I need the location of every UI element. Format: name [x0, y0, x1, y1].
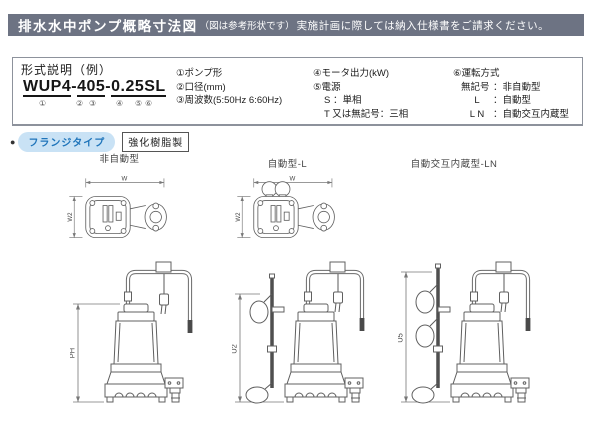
hose-fitting — [329, 261, 346, 273]
legend-power: ④モータ出力(kW) ⑤電源 S ：単相 T 又は無記号：三相 — [313, 67, 408, 121]
legend-op-row: L ：自動型 — [453, 94, 569, 108]
op-key-l: L — [474, 95, 480, 106]
pump-top-drawing — [85, 196, 167, 239]
plug-icon — [159, 293, 169, 306]
op-val-l: ：自動型 — [493, 95, 532, 106]
legend-bore: ②口径(mm) — [176, 81, 226, 93]
caption-non-automatic: 非自動型 — [99, 154, 140, 165]
float-switch-icon — [415, 324, 435, 348]
float-switch-icon — [411, 386, 435, 404]
float-switch-icon — [245, 386, 269, 404]
dim-label-w2: W2 — [235, 212, 242, 222]
rod-bracket — [437, 306, 451, 313]
float-ball-icon — [261, 181, 278, 197]
legend-frequency: ③周波数(5:50Hz 6:60Hz) — [176, 95, 283, 106]
marker-4: ④ — [116, 99, 124, 108]
legend-op-row: L N ：自動交互内蔵型 — [453, 108, 569, 122]
flange-type-badge: フランジタイプ — [18, 132, 116, 152]
model-seg-pump-type: WUP4 — [23, 78, 72, 97]
rod-clamp — [267, 345, 277, 353]
caption-alternating-ln: 自動交互内蔵型-LN — [410, 159, 498, 170]
pump-drawing — [104, 303, 184, 403]
side-view-automatic-l: U2 — [232, 261, 365, 404]
legend-operation-title: ⑥運転方式 — [453, 68, 500, 79]
legend-power-single: S ：単相 — [324, 95, 362, 106]
model-explanation-box: 形式説明（例） WUP4-405-0.25SL ① ② ③ ④ ⑤ ⑥ ①ポンプ… — [12, 57, 583, 126]
marker-6: ⑥ — [145, 99, 153, 108]
plug-icon — [499, 291, 509, 304]
dim-label-w: W — [290, 175, 296, 182]
legend-operation: ⑥運転方式 無記号 ：非自動型 L ：自動型 L N ：自動交互内蔵型 — [453, 67, 569, 121]
model-hyphen: - — [71, 78, 78, 95]
model-seg-bore-freq: 405 — [77, 78, 106, 97]
hose-end — [187, 320, 193, 333]
header-notice: 実施計画に際しては納入仕様書をご請求ください。 — [296, 19, 550, 32]
top-view-automatic-l: W W2 — [235, 175, 335, 239]
rod-bracket — [271, 306, 285, 313]
section-row: ● フランジタイプ 強化樹脂製 — [10, 132, 190, 152]
material-tag: 強化樹脂製 — [122, 132, 190, 152]
dim-label-w: W — [122, 175, 128, 182]
hose-coupling — [124, 291, 132, 302]
marker-5: ⑤ — [135, 99, 143, 108]
rod-clamp — [433, 345, 443, 353]
pump-top-drawing — [253, 196, 335, 239]
model-markers: ① ② ③ ④ ⑤ ⑥ — [23, 99, 173, 109]
legend-motor-output: ④モータ出力(kW) — [313, 68, 390, 79]
marker-3: ③ — [89, 99, 97, 108]
side-view-alternating-ln: U5 — [398, 261, 531, 404]
pump-drawing — [284, 303, 364, 403]
bullet-icon: ● — [10, 136, 16, 147]
pump-drawing — [450, 303, 530, 403]
model-seg-output-suffix: 0.25SL — [111, 78, 166, 97]
legend-power-source: ⑤電源 — [313, 81, 341, 93]
page-title: 排水水中ポンプ概略寸法図 — [18, 19, 198, 34]
float-ball-icon — [274, 181, 291, 197]
page-title-note: （図は参考形状です） — [199, 21, 295, 32]
op-val-ln: ：自動交互内蔵型 — [493, 108, 570, 120]
model-number: WUP4-405-0.25SL — [23, 78, 173, 97]
side-view-non-automatic: PH — [70, 261, 193, 403]
legend-pump: ①ポンプ形 ②口径(mm) ③周波数(5:50Hz 6:60Hz) — [176, 67, 282, 108]
hose-coupling — [470, 291, 478, 302]
caption-automatic-l: 自動型-L — [267, 159, 308, 170]
hose-end — [525, 318, 531, 331]
model-code: WUP4-405-0.25SL ① ② ③ ④ ⑤ ⑥ — [23, 78, 173, 109]
top-view-non-automatic: W W2 — [67, 175, 167, 239]
hose-fitting — [495, 261, 512, 273]
model-hyphen: - — [105, 78, 112, 95]
hose-fitting — [155, 261, 172, 273]
plug-icon — [333, 291, 343, 304]
hose-coupling — [304, 291, 312, 302]
legend-pump-type: ①ポンプ形 — [176, 68, 223, 79]
model-box-heading: 形式説明（例） — [21, 63, 113, 77]
legend-op-row: 無記号 ：非自動型 — [453, 81, 569, 95]
op-val-none: ：非自動型 — [493, 81, 541, 93]
dim-label-w2: W2 — [67, 212, 74, 222]
hose-end — [359, 318, 365, 331]
legend-power-three: T 又は無記号：三相 — [324, 108, 409, 120]
dim-label-u2: U2 — [232, 344, 239, 354]
page-header-bar: 排水水中ポンプ概略寸法図 （図は参考形状です） 実施計画に際しては納入仕様書をご… — [8, 14, 584, 36]
op-key-ln: L N — [469, 108, 485, 120]
float-switch-icon — [249, 300, 269, 324]
float-switch-icon — [415, 290, 435, 314]
dim-label-ph: PH — [70, 348, 77, 358]
op-key-none: 無記号 — [461, 81, 490, 93]
marker-1: ① — [39, 99, 47, 108]
dim-label-u5: U5 — [398, 333, 405, 343]
marker-2: ② — [76, 99, 84, 108]
